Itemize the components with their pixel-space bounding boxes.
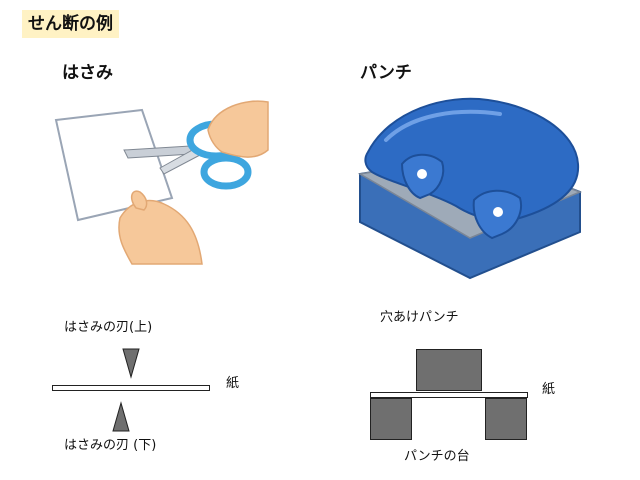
punch-base-right [485, 398, 527, 440]
lower-blade-label: はさみの刃 (下) [64, 438, 157, 453]
scissors-heading: はさみ [62, 63, 113, 83]
hole-punch-label: 穴あけパンチ [380, 310, 459, 325]
punch-heading: パンチ [360, 63, 412, 83]
hole-punch-illustration [357, 97, 583, 280]
punch-paper-line [370, 392, 528, 398]
upper-blade-label: はさみの刃(上) [64, 320, 153, 335]
punch-base-left [370, 398, 412, 440]
punch-base-label: パンチの台 [404, 449, 470, 464]
upper-blade-triangle [122, 348, 140, 379]
punch-pin-block [416, 349, 482, 391]
scissors-paper-line [52, 385, 210, 391]
scissors-paper-label: 紙 [226, 376, 240, 391]
punch-paper-label: 紙 [542, 382, 556, 397]
scissors-illustration [54, 100, 269, 265]
page-title: せん断の例 [22, 10, 119, 38]
lower-blade-triangle [112, 401, 130, 432]
